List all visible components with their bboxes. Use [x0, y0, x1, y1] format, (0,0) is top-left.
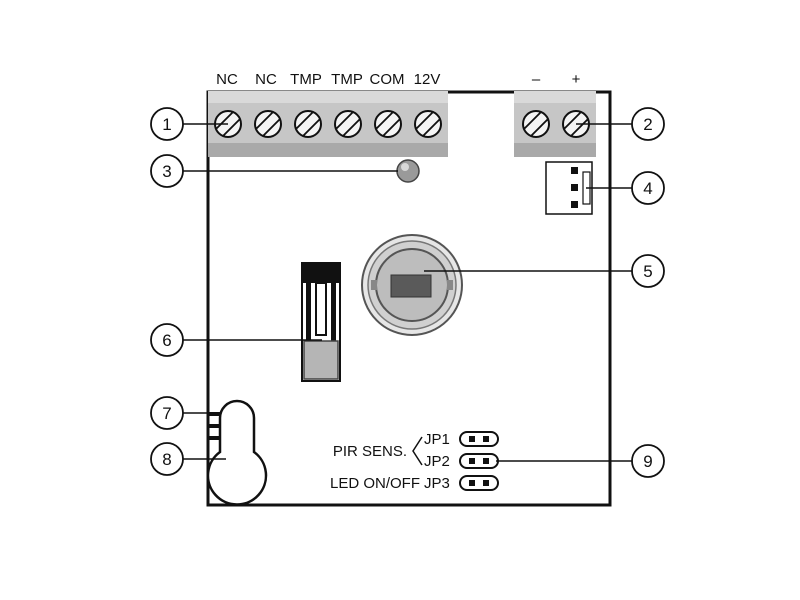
- terminal-label-minus: –: [532, 71, 541, 88]
- terminal-left-screw-2: [254, 110, 282, 138]
- callout-8: 8: [150, 442, 184, 476]
- led-indicator: [396, 159, 420, 183]
- terminal-block-left: [208, 91, 448, 157]
- pir-sens-label: PIR SENS.: [333, 443, 407, 460]
- tamper-switch: [301, 262, 341, 382]
- jp2-label: JP2: [424, 453, 450, 470]
- tamper-connector: [545, 161, 593, 215]
- callout-6: 6: [150, 323, 184, 357]
- jumper-jp1: [459, 431, 499, 447]
- callout-5: 5: [631, 254, 665, 288]
- terminal-left-screw-3: [294, 110, 322, 138]
- callout-4: 4: [631, 171, 665, 205]
- callout-3-number: 3: [162, 162, 171, 181]
- leader-lines: [183, 123, 632, 462]
- terminal-labels-right: – +: [532, 71, 581, 88]
- breakout-holes: [208, 412, 220, 440]
- callout-4-number: 4: [643, 179, 652, 198]
- callout-3: 3: [150, 154, 184, 188]
- terminal-label-tmp-1: TMP: [290, 71, 322, 88]
- callout-7-number: 7: [162, 404, 171, 423]
- led-on-off-label: LED ON/OFF: [330, 475, 420, 492]
- terminal-label-tmp-2: TMP: [331, 71, 363, 88]
- terminal-label-plus: +: [572, 71, 581, 88]
- pir-sens-bracket: [412, 436, 423, 466]
- callout-1-number: 1: [162, 115, 171, 134]
- jp3-label: JP3: [424, 475, 450, 492]
- terminal-labels-left: NC NC TMP TMP COM 12V: [216, 71, 440, 88]
- terminal-left-screw-4: [334, 110, 362, 138]
- callout-8-number: 8: [162, 450, 171, 469]
- jp1-label: JP1: [424, 431, 450, 448]
- jumper-area: PIR SENS. JP1 JP2 LED ON/OFF JP3: [330, 431, 499, 492]
- terminal-left-screw-6: [414, 110, 442, 138]
- jumper-jp2: [459, 453, 499, 469]
- callout-9: 9: [631, 444, 665, 478]
- callout-7: 7: [150, 396, 184, 430]
- callout-2-number: 2: [643, 115, 652, 134]
- callouts: 1 2 3 4 5 6 7 8: [150, 107, 665, 478]
- terminal-label-nc-2: NC: [255, 71, 277, 88]
- callout-2: 2: [631, 107, 665, 141]
- terminal-label-nc-1: NC: [216, 71, 238, 88]
- mounting-hole: [206, 399, 268, 506]
- terminal-right-screw-1: [522, 110, 550, 138]
- terminal-label-12v: 12V: [414, 71, 441, 88]
- jumper-jp3: [459, 475, 499, 491]
- terminal-left-screw-5: [374, 110, 402, 138]
- pir-sensor: [361, 234, 463, 336]
- terminal-label-com: COM: [370, 71, 405, 88]
- callout-1: 1: [150, 107, 184, 141]
- callout-9-number: 9: [643, 452, 652, 471]
- callout-6-number: 6: [162, 331, 171, 350]
- callout-5-number: 5: [643, 262, 652, 281]
